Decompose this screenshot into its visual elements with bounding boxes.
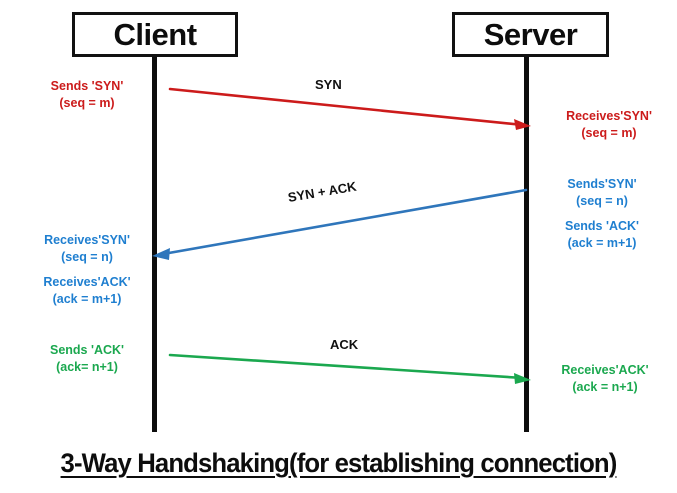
annotation-client-sends-ack: Sends 'ACK' (ack= n+1) [24,342,150,376]
annotation-line: Sends 'ACK' [564,219,639,233]
annotation-line: (seq = m) [581,126,637,140]
annotation-line: Receives'ACK' [43,275,131,289]
diagram-title: 3-Way Handshaking(for establishing conne… [60,448,618,478]
syn-arrow [168,87,531,130]
annotation-server-receives-ack: Receives'ACK' (ack = n+1) [540,362,670,396]
ack-arrow [168,353,531,384]
syn-ack-message-label: SYN + ACK [286,178,358,205]
annotation-line: (ack = m+1) [52,292,122,306]
annotation-line: (seq = n) [61,250,113,264]
server-node-box: Server [452,12,609,57]
annotation-line: Receives'SYN' [566,109,652,123]
annotation-client-sends-syn: Sends 'SYN' (seq = m) [24,78,150,112]
annotation-server-receives-syn: Receives'SYN' (seq = m) [546,108,672,142]
annotation-line: (seq = n) [576,194,628,208]
annotation-line: (ack= n+1) [56,360,118,374]
annotation-line: (ack = m+1) [567,236,637,250]
annotation-line: Receives'SYN' [44,233,130,247]
syn-message-label: SYN [315,77,342,92]
client-label: Client [113,16,197,52]
syn-ack-arrow [152,188,528,260]
server-label: Server [483,16,578,52]
annotation-line: Sends'SYN' [567,177,637,191]
annotation-line: (ack = n+1) [572,380,638,394]
annotation-line: Receives'ACK' [561,363,649,377]
client-lifeline [152,57,157,432]
ack-message-label: ACK [330,337,359,352]
client-node-box: Client [72,12,238,57]
annotation-client-receives: Receives'SYN' (seq = n) Receives'ACK' (a… [24,232,150,308]
annotation-line: Sends 'ACK' [49,343,124,357]
annotation-server-sends: Sends'SYN' (seq = n) Sends 'ACK' (ack = … [537,176,667,252]
annotation-line: (seq = m) [59,96,115,110]
annotation-line: Sends 'SYN' [50,79,124,93]
server-lifeline [524,57,529,432]
